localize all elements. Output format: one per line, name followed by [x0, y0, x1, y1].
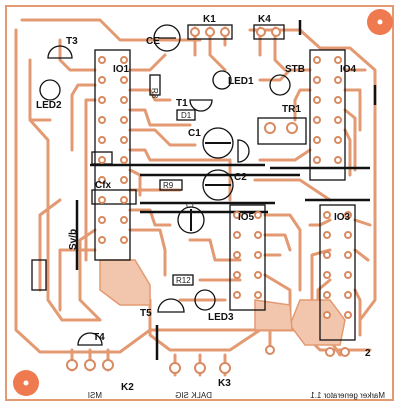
mirror-msi: MSI [88, 391, 102, 400]
components [39, 24, 291, 346]
label-d1: D1 [181, 111, 192, 120]
jumper-wires [75, 20, 377, 360]
c2-capacitor [202, 169, 234, 201]
label-ic3: IO3 [334, 212, 351, 223]
component-labels: T3 K1 K4 CE IO1 IO4 STB LED1 LED2 R8 T1 … [36, 14, 371, 393]
label-cf: Cf [186, 201, 195, 210]
stb-transistor [269, 74, 291, 96]
t4-transistor [77, 332, 103, 346]
tr1-outline [257, 117, 307, 145]
cfx-outline [91, 189, 137, 205]
mirror-footer: Marker generator 1.1 [310, 391, 385, 400]
label-led1: LED1 [228, 76, 254, 87]
led2 [39, 79, 61, 101]
ic3-outline [319, 204, 356, 341]
ic-pins [66, 27, 352, 374]
label-stb: STB [285, 64, 305, 75]
t2-transistor [237, 139, 250, 163]
label-r9: R9 [163, 181, 174, 190]
mirrored-text: MSI DALK SIG Marker generator 1.1 [88, 391, 385, 400]
led3 [194, 289, 216, 311]
label-led2: LED2 [36, 100, 62, 111]
label-r-lower: R12 [176, 276, 191, 285]
label-ic5: IO5 [238, 212, 255, 223]
ce-capacitor [153, 24, 181, 52]
ic4-outline [309, 49, 346, 181]
label-ic1: IO1 [113, 64, 130, 75]
cf-capacitor [177, 206, 205, 234]
c1-capacitor [202, 127, 234, 159]
ic5-outline [229, 204, 266, 311]
label-t1: T1 [176, 98, 188, 109]
ic-outlines [31, 24, 356, 341]
r8-outline [149, 74, 161, 96]
label-c1: C1 [188, 128, 201, 139]
label-ic4: IO4 [340, 64, 357, 75]
label-led3: LED3 [208, 312, 234, 323]
d1-outline [176, 109, 196, 121]
label-r8: R8 [150, 88, 159, 99]
ic1-outline [94, 49, 131, 261]
r9-outline [159, 179, 183, 191]
copper-traces [14, 18, 377, 377]
copper-pours [99, 259, 346, 346]
label-tr1: TR1 [282, 104, 301, 115]
sv-outline [31, 259, 47, 291]
label-k3: K3 [218, 378, 231, 389]
label-t3: T3 [66, 36, 78, 47]
t1-transistor [189, 99, 213, 112]
label-pin2: 2 [365, 348, 371, 359]
label-k2: K2 [121, 382, 134, 393]
label-sv: Sv/b [68, 229, 79, 250]
label-ce: CE [146, 36, 160, 47]
label-k1: K1 [203, 14, 216, 25]
mirror-dalksig: DALK SIG [175, 391, 212, 400]
t5-transistor [157, 298, 185, 313]
label-c2: C2 [234, 172, 247, 183]
k1-header [187, 24, 233, 40]
t3-transistor [47, 45, 73, 59]
r-lower-outline [172, 274, 194, 286]
k4-header [253, 24, 285, 40]
label-t4: T4 [93, 332, 105, 343]
label-cfx: Cfx [95, 180, 112, 191]
label-t5: T5 [140, 308, 152, 319]
label-k4: K4 [258, 14, 271, 25]
led1 [212, 70, 232, 90]
